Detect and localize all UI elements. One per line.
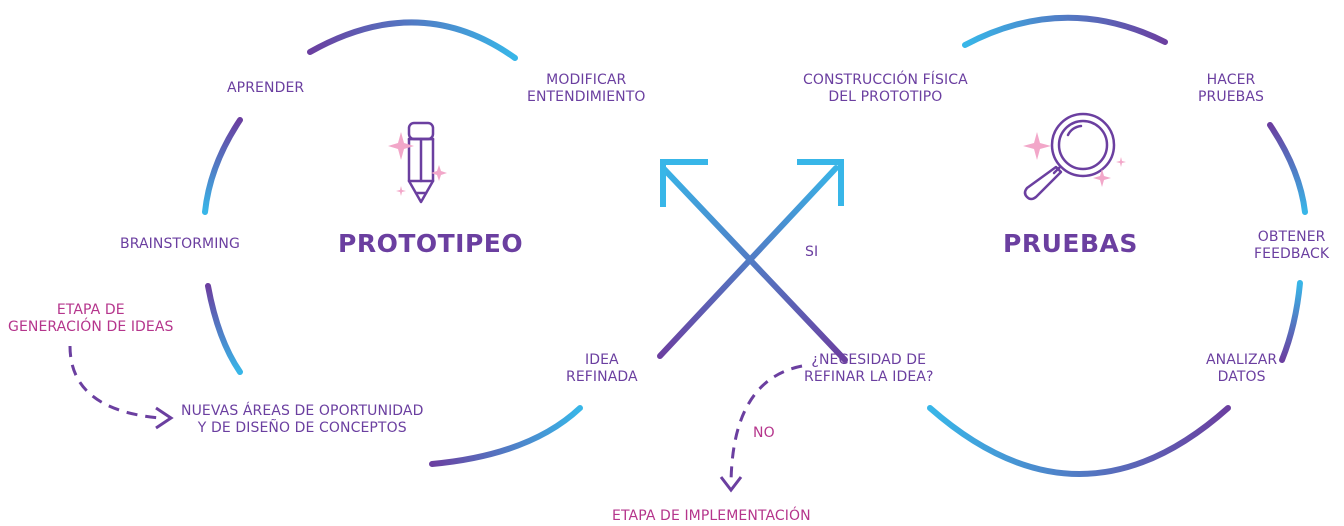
label-no: NO (753, 425, 775, 441)
label-analizar-datos: ANALIZAR DATOS (1206, 352, 1278, 385)
left-loop-arc-bottom (429, 405, 583, 467)
left-loop-arc-upper-left (202, 117, 243, 215)
label-brainstorming: BRAINSTORMING (120, 236, 240, 252)
pruebas-title: PRUEBAS (1003, 229, 1138, 258)
dashed-arrow-generacion (68, 345, 161, 420)
label-idea-refinada: IDEA REFINADA (566, 352, 638, 385)
label-etapa-implementacion: ETAPA DE IMPLEMENTACIÓN (612, 508, 811, 524)
magnifying-glass-icon (1023, 112, 1116, 201)
right-loop-arc-upper-right (1267, 122, 1308, 215)
label-aprender: APRENDER (227, 80, 305, 96)
pencil-icon (407, 121, 435, 204)
label-obtener-feedback: OBTENER FEEDBACK (1254, 229, 1330, 262)
dashed-arrowhead-no-branch (719, 476, 743, 493)
label-etapa-generacion: ETAPA DE GENERACIÓN DE IDEAS (8, 302, 174, 335)
dashed-arrowhead-generacion (155, 406, 174, 430)
right-loop-arc-lower-right (1279, 280, 1303, 363)
label-nuevas-areas: NUEVAS ÁREAS DE OPORTUNIDAD Y DE DISEÑO … (181, 403, 424, 436)
right-loop-arc-bottom (927, 405, 1231, 477)
cross-arrowhead-to-modificar (660, 159, 708, 207)
dashed-arrow-no-branch (729, 364, 803, 485)
label-construccion-fisica: CONSTRUCCIÓN FÍSICA DEL PROTOTIPO (803, 72, 968, 105)
label-si: SI (805, 244, 819, 260)
sparkle-icon (388, 132, 447, 196)
sparkle-icon (1023, 132, 1126, 187)
right-loop-arc-top (962, 14, 1168, 48)
cross-arrow-line-to-modificar (660, 165, 848, 363)
label-modificar-entendimiento: MODIFICAR ENTENDIMIENTO (527, 72, 646, 105)
left-loop-arc-top (307, 19, 518, 61)
cross-arrowhead-to-construccion (797, 159, 844, 206)
prototipeo-title: PROTOTIPEO (338, 229, 524, 258)
left-loop-arc-lower-left (205, 283, 243, 375)
label-necesidad-refinar: ¿NECESIDAD DE REFINAR LA IDEA? (804, 352, 934, 385)
label-hacer-pruebas: HACER PRUEBAS (1198, 72, 1265, 105)
